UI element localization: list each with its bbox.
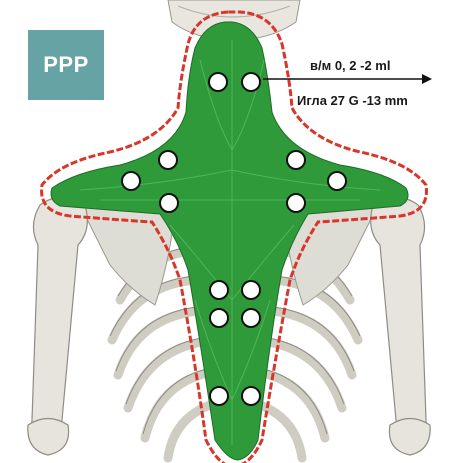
injection-point: [287, 151, 305, 169]
injection-point: [242, 387, 260, 405]
injection-point: [287, 194, 305, 212]
injection-point: [210, 281, 228, 299]
injection-point: [242, 309, 260, 327]
injection-point: [242, 281, 260, 299]
dose-annotation: в/м 0, 2 -2 ml: [310, 58, 390, 73]
injection-point: [210, 387, 228, 405]
injection-point: [209, 73, 227, 91]
injection-point: [159, 151, 177, 169]
ppp-badge: PPP: [28, 30, 104, 100]
injection-point: [160, 194, 178, 212]
injection-point: [328, 172, 346, 190]
injection-point: [242, 73, 260, 91]
ppp-badge-label: PPP: [43, 52, 89, 78]
injection-point: [210, 309, 228, 327]
needle-annotation: Игла 27 G -13 mm: [297, 93, 408, 108]
injection-point: [122, 172, 140, 190]
